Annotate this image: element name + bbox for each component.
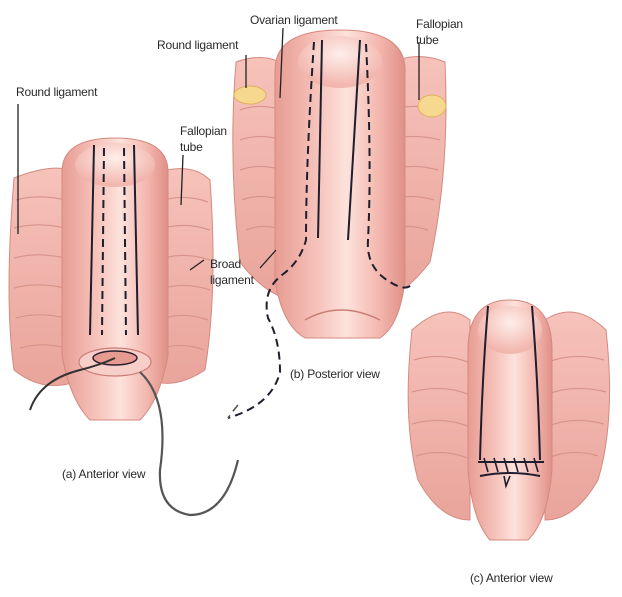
label-ovarian-ligament: Ovarian ligament: [250, 13, 338, 27]
label-fallopian-tube-b-line2: tube: [416, 33, 439, 47]
caption-view-b: (b) Posterior view: [290, 367, 380, 381]
caption-view-c: (c) Anterior view: [470, 571, 553, 585]
view-c-uterus: [408, 300, 609, 540]
label-round-ligament-a: Round ligament: [16, 85, 97, 99]
label-fallopian-tube-a-line1: Fallopian: [180, 124, 227, 138]
label-fallopian-tube-b-line1: Fallopian: [416, 17, 463, 31]
label-round-ligament-b: Round ligament: [157, 38, 238, 52]
caption-view-a: (a) Anterior view: [62, 467, 145, 481]
label-fallopian-tube-a-line2: tube: [180, 140, 203, 154]
view-a-uterus: [9, 138, 238, 515]
label-broad-ligament-line2: ligament: [210, 273, 254, 287]
label-broad-ligament-line1: Broad: [210, 257, 241, 271]
